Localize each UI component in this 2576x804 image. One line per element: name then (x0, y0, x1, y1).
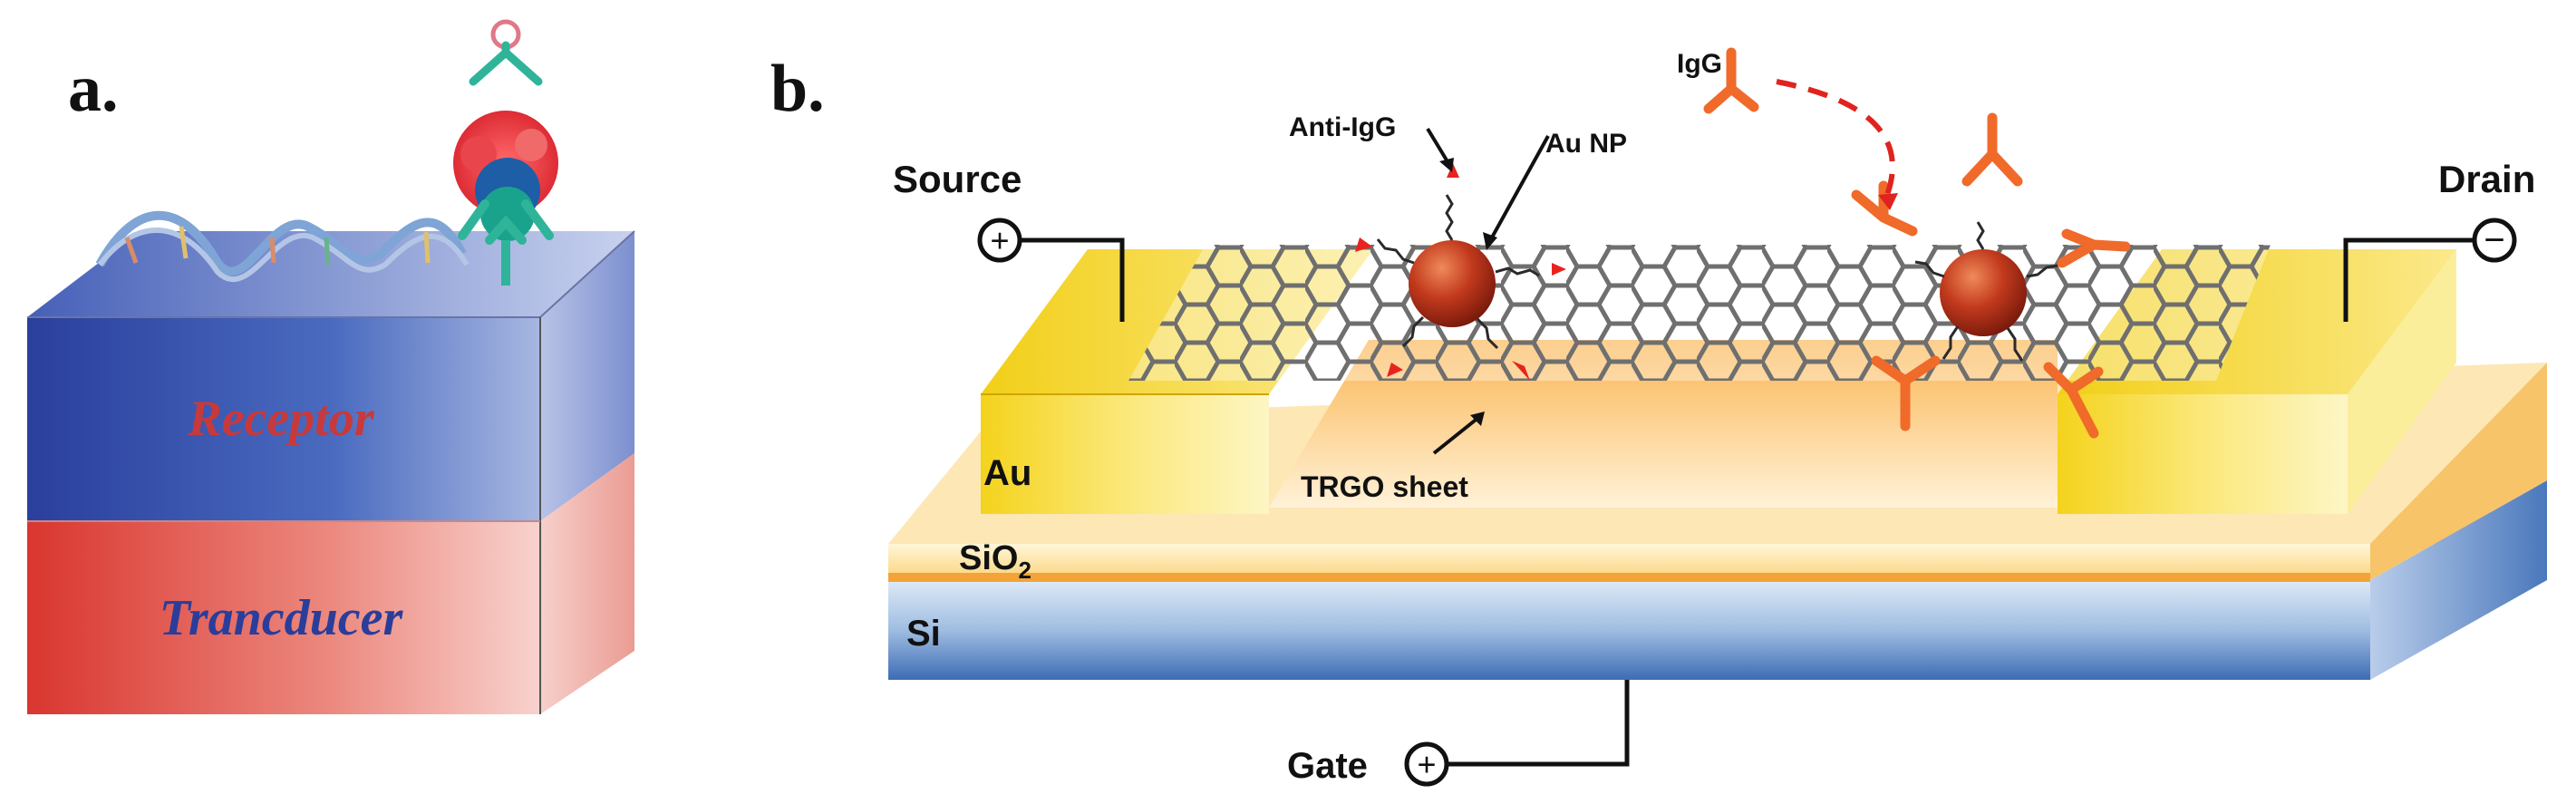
si-layer (888, 580, 2370, 680)
receptor-block (27, 317, 540, 521)
si-side-face (2370, 480, 2547, 680)
dna-strand-icon (95, 210, 470, 283)
receptor-side-face (540, 231, 634, 521)
source-au-contact (981, 394, 1269, 514)
antibody-complex-icon (453, 19, 558, 286)
panel-a-label: a. (68, 52, 119, 126)
receptor-label: Receptor (187, 391, 374, 447)
drain-au-contact (2058, 394, 2348, 514)
transducer-side-face (540, 453, 634, 714)
transducer-block (27, 521, 540, 714)
trgo-sheet-label: TRGO sheet (1301, 470, 1468, 503)
igg-antibody-bound-5 (2043, 362, 2104, 439)
source-label: Source (893, 158, 1022, 200)
au-np-label: Au NP (1545, 129, 1627, 159)
drain-polarity: − (2484, 220, 2504, 260)
gate-terminal-icon (1404, 741, 1449, 787)
binding-arrow (1776, 79, 1895, 196)
anti-igg-linkers (1376, 194, 2058, 362)
igg-antibody-bound-1 (1851, 180, 1918, 237)
drain-contact-side (2348, 249, 2456, 514)
igg-antibody-bound-4 (1871, 355, 1941, 431)
drain-label: Drain (2438, 158, 2535, 200)
receptor-top-face (27, 231, 634, 317)
igg-antibody-free (1703, 47, 1759, 114)
anti-igg-arrowheads (1355, 163, 1566, 381)
source-polarity: + (990, 222, 1009, 259)
au-nanoparticle-2 (1940, 249, 2027, 336)
gate-terminal (1404, 680, 1630, 787)
source-terminal (977, 218, 1125, 322)
igg-label: IgG (1677, 49, 1722, 79)
panel-b-label: b. (770, 52, 825, 126)
igg-antibody-bound-2 (1961, 112, 2023, 187)
panel-a: a. Receptor Trancducer (27, 19, 635, 714)
au-nanoparticle-1 (1409, 240, 1496, 327)
gate-label: Gate (1287, 746, 1368, 786)
si-label: Si (906, 614, 941, 654)
sio2-label: SiO2 (959, 539, 1031, 584)
annotation-arrows (1426, 127, 1550, 455)
transducer-label: Trancducer (160, 590, 404, 646)
drain-terminal (2343, 218, 2517, 322)
au-label: Au (983, 453, 1031, 493)
igg-antibodies (1703, 47, 2131, 439)
panel-b: b. (770, 47, 2547, 787)
anti-igg-label: Anti-IgG (1289, 112, 1396, 142)
sio2-side-face (2370, 363, 2547, 580)
gate-polarity: + (1417, 746, 1436, 783)
channel-region (1269, 340, 2058, 508)
igg-antibody-bound-3 (2057, 228, 2131, 268)
